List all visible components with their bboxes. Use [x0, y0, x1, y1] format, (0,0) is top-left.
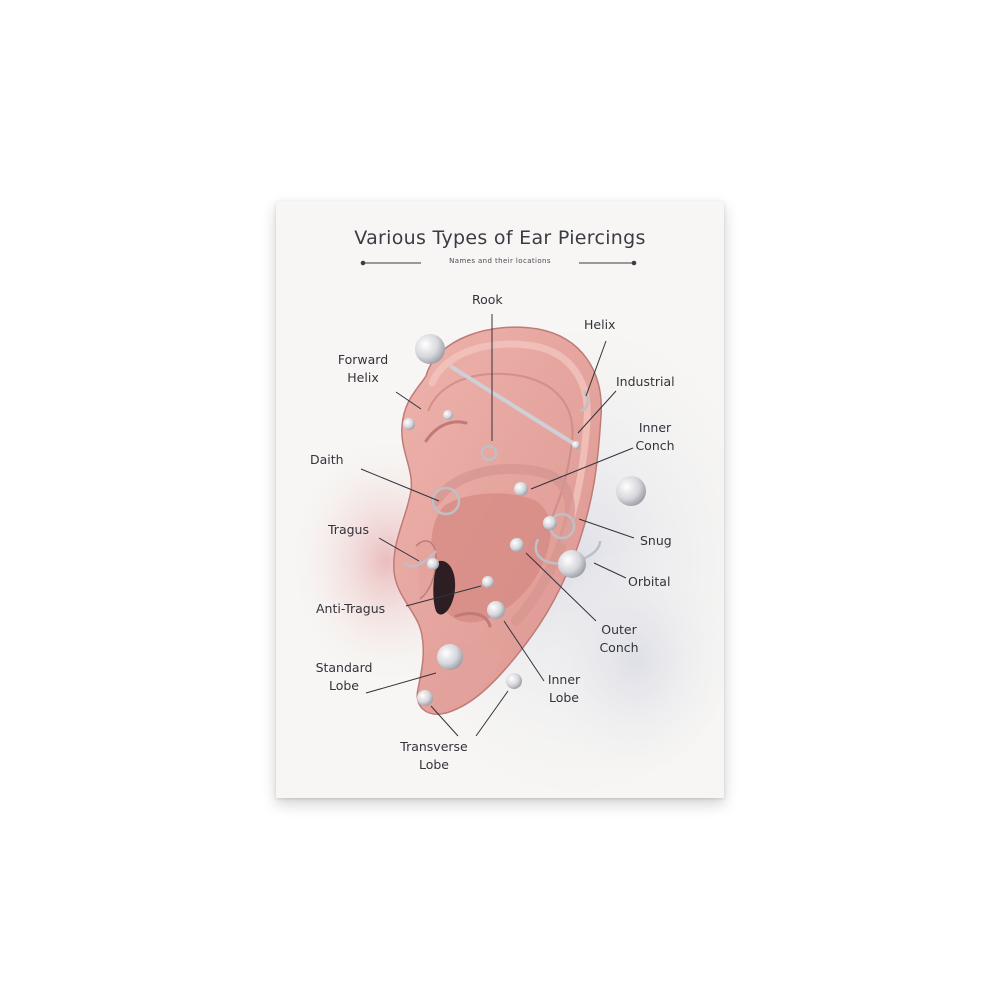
label-inner-conch: Inner Conch: [635, 420, 675, 453]
poster: Various Types of Ear Piercings Names and…: [276, 201, 724, 798]
orbital-leader: [593, 562, 627, 579]
antitragus: [454, 612, 492, 628]
tragus-bead: [427, 558, 439, 570]
tragus-leader: [378, 537, 420, 562]
label-helix: Helix: [584, 317, 616, 332]
helix-leader: [585, 340, 607, 397]
label-rook: Rook: [472, 292, 503, 307]
leader-lines: [360, 314, 635, 737]
rook-ring: [480, 444, 498, 462]
label-forward-helix: Forward Helix: [337, 352, 389, 385]
label-anti-tragus: Anti-Tragus: [316, 601, 386, 616]
tragus-ring: [403, 550, 437, 568]
label-transverse-lobe: Transverse Lobe: [400, 739, 468, 772]
standard-lobe-bead: [437, 644, 463, 670]
outer-conch-leader: [525, 552, 597, 622]
snug-bead: [543, 516, 557, 530]
outer-conch-bead: [510, 538, 524, 552]
ear-illustration: [286, 260, 724, 791]
industrial-leader: [577, 390, 617, 434]
anti-tragus-bead: [482, 576, 494, 588]
poster-title: Various Types of Ear Piercings: [354, 227, 646, 249]
label-inner-lobe: Inner Lobe: [547, 672, 581, 705]
jewelry: [403, 364, 602, 568]
helix-ring: [579, 390, 590, 413]
standard-lobe-leader: [365, 672, 437, 694]
snug-leader: [578, 518, 635, 539]
forward-helix-leader: [395, 391, 422, 410]
daith-ring: [431, 486, 461, 516]
transverse-lobe-bead-left: [417, 690, 433, 706]
poster-subtitle: Names and their locations: [449, 257, 551, 265]
inner-conch-bead: [514, 482, 528, 496]
outer-conch-bead-large: [616, 476, 646, 506]
title-divider: [360, 260, 637, 266]
label-standard-lobe: Standard Lobe: [315, 660, 373, 693]
transverse-lobe-bead-right: [506, 673, 522, 689]
background-wash-blue: [546, 551, 724, 771]
rook-bead: [443, 410, 453, 420]
industrial-bar: [448, 364, 578, 447]
label-outer-conch: Outer Conch: [599, 622, 639, 655]
inner-lobe-leader: [503, 620, 545, 682]
ear-canal: [433, 560, 456, 615]
beads: [403, 334, 646, 706]
label-industrial: Industrial: [616, 374, 675, 389]
inner-conch-leader: [530, 447, 634, 490]
label-daith: Daith: [310, 452, 344, 467]
inner-lobe-bead: [487, 601, 505, 619]
anti-tragus-leader: [405, 585, 482, 607]
forward-helix-bead: [415, 334, 445, 364]
antihelix: [431, 463, 575, 626]
helix-crus: [424, 420, 468, 443]
transverse-lobe-leader-left: [430, 705, 459, 737]
label-orbital: Orbital: [628, 574, 671, 589]
transverse-lobe-leader-right: [475, 690, 509, 737]
daith-leader: [360, 468, 440, 502]
label-snug: Snug: [640, 533, 672, 548]
forward-helix-bead-small: [403, 418, 415, 430]
label-tragus: Tragus: [328, 522, 369, 537]
orbital-bead: [558, 550, 586, 578]
industrial-bead-end: [572, 441, 580, 449]
helix-rim: [428, 340, 591, 545]
concha-bowl: [430, 493, 551, 623]
